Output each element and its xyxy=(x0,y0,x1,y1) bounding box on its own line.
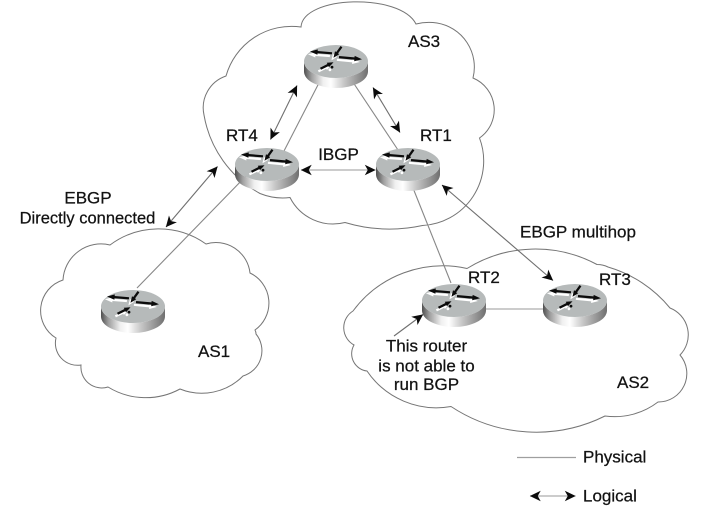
svg-text:Directly connected: Directly connected xyxy=(20,210,156,228)
svg-text:EBGP multihop: EBGP multihop xyxy=(520,223,636,242)
svg-text:AS2: AS2 xyxy=(617,373,649,392)
svg-text:This router: This router xyxy=(386,337,468,356)
svg-text:run BGP: run BGP xyxy=(394,375,459,394)
svg-text:AS3: AS3 xyxy=(408,32,440,51)
svg-text:EBGP: EBGP xyxy=(64,189,111,208)
svg-text:RT2: RT2 xyxy=(468,268,500,287)
svg-text:Physical: Physical xyxy=(583,448,646,467)
svg-text:Logical: Logical xyxy=(583,487,637,506)
svg-text:IBGP: IBGP xyxy=(318,145,359,164)
svg-text:RT4: RT4 xyxy=(226,126,258,145)
svg-text:is not able to: is not able to xyxy=(378,357,474,376)
svg-text:AS1: AS1 xyxy=(198,342,230,361)
svg-text:RT3: RT3 xyxy=(599,270,631,289)
svg-text:RT1: RT1 xyxy=(420,126,452,145)
